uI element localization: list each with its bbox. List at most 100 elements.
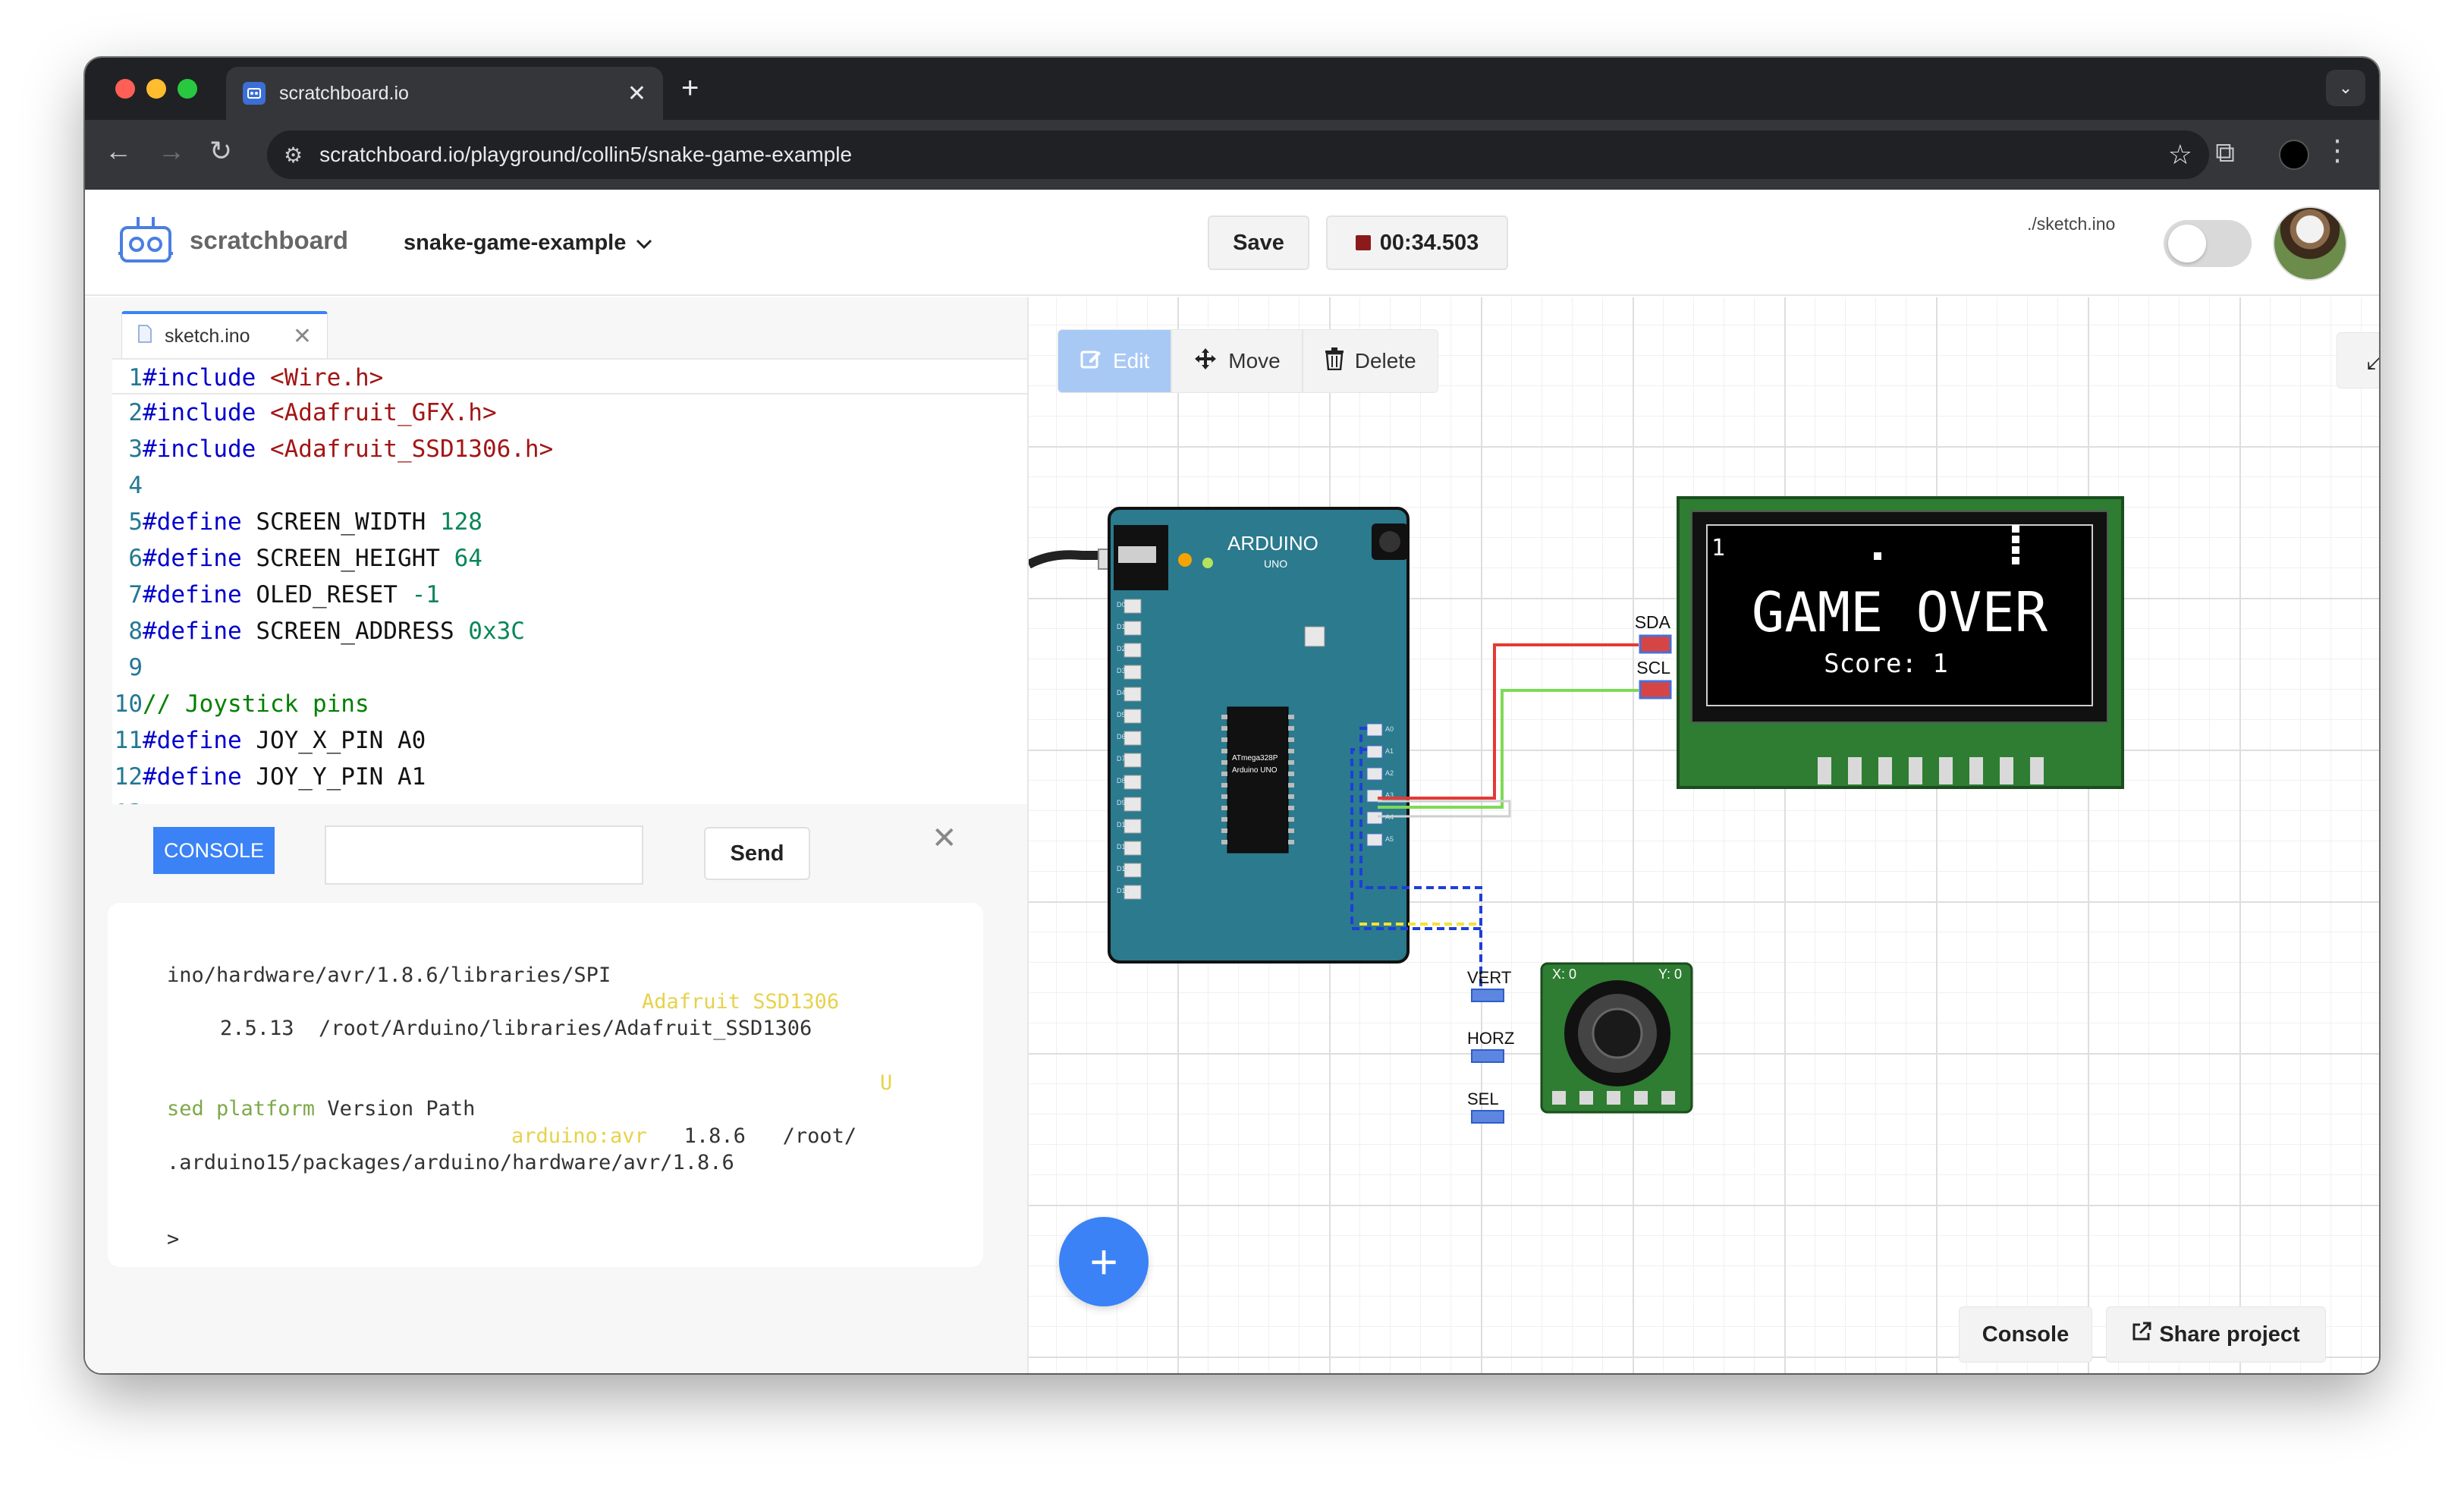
browser-profile-icon[interactable] <box>2279 140 2309 170</box>
fullscreen-expand-icon[interactable]: ⤢ <box>2337 332 2379 388</box>
analog-pin[interactable] <box>1366 745 1383 759</box>
analog-pin[interactable] <box>1366 723 1383 737</box>
site-settings-icon[interactable]: ⚙ <box>284 143 303 167</box>
joystick-knob[interactable] <box>1592 1008 1643 1059</box>
oled-pin-scl[interactable] <box>1639 680 1672 699</box>
share-external-icon <box>2132 1322 2151 1347</box>
chip-leg <box>1221 726 1227 731</box>
extensions-puzzle-icon[interactable]: ⧉ <box>2215 137 2235 168</box>
tab-search-chevron-icon[interactable]: ⌄ <box>2326 70 2365 106</box>
joystick-pin-sel[interactable] <box>1471 1110 1504 1124</box>
add-component-button[interactable]: + <box>1059 1217 1149 1306</box>
url-text[interactable]: scratchboard.io/playground/collin5/snake… <box>319 143 853 166</box>
joystick-pin-vert[interactable] <box>1471 989 1504 1002</box>
code-line[interactable]: 9 <box>112 649 143 686</box>
digital-pin[interactable] <box>1124 841 1142 856</box>
stop-timer-button[interactable]: 00:34.503 <box>1326 215 1508 270</box>
code-line[interactable]: 12#define JOY_Y_PIN A1 <box>112 759 426 795</box>
code-line[interactable]: 11#define JOY_X_PIN A0 <box>112 722 426 759</box>
console-button[interactable]: Console <box>1959 1306 2092 1363</box>
digital-pin[interactable] <box>1124 621 1142 636</box>
oled-display[interactable]: 1 GAME OVER Score: 1 SDA SCL <box>1635 496 2124 789</box>
move-tool-label: Move <box>1228 349 1281 373</box>
digital-pin[interactable] <box>1124 665 1142 680</box>
digital-pin[interactable] <box>1124 797 1142 812</box>
send-button[interactable]: Send <box>704 827 810 880</box>
forward-arrow-icon[interactable]: → <box>158 135 185 166</box>
digital-pin[interactable] <box>1124 643 1142 658</box>
address-bar[interactable]: ⚙ scratchboard.io/playground/collin5/sna… <box>267 130 2209 179</box>
user-avatar[interactable] <box>2273 206 2347 281</box>
close-window-button[interactable] <box>115 79 135 99</box>
code-line[interactable]: 4 <box>112 467 143 504</box>
wire-horz[interactable] <box>1350 748 1484 930</box>
browser-tab[interactable]: scratchboard.io ✕ <box>226 67 663 120</box>
code-line[interactable]: 8#define SCREEN_ADDRESS 0x3C <box>112 613 525 649</box>
digital-pin[interactable] <box>1124 731 1142 746</box>
code-line[interactable]: 6#define SCREEN_HEIGHT 64 <box>112 540 482 577</box>
reload-icon[interactable]: ↻ <box>209 135 233 166</box>
digital-pin[interactable] <box>1124 819 1142 834</box>
code-line[interactable]: 1#include <Wire.h> <box>112 358 1027 395</box>
code-line[interactable]: 13 <box>112 795 143 804</box>
digital-pin[interactable] <box>1124 709 1142 724</box>
oled-pin-sda[interactable] <box>1639 634 1672 654</box>
save-button[interactable]: Save <box>1208 215 1309 270</box>
code-line[interactable]: 7#define OLED_RESET -1 <box>112 577 440 613</box>
code-line[interactable]: 5#define SCREEN_WIDTH 128 <box>112 504 482 540</box>
console-tab[interactable]: CONSOLE <box>153 827 275 874</box>
digital-pin[interactable] <box>1124 885 1142 900</box>
project-name-dropdown[interactable]: snake-game-example <box>404 231 653 256</box>
digital-pin[interactable] <box>1124 753 1142 768</box>
view-toggle[interactable] <box>2164 220 2252 267</box>
minimize-window-button[interactable] <box>146 79 166 99</box>
browser-menu-icon[interactable]: ⋮ <box>2323 135 2352 167</box>
digital-pin[interactable] <box>1124 863 1142 878</box>
oled-header-pin <box>1939 757 1953 784</box>
reset-button-cap <box>1379 531 1400 552</box>
analog-pin[interactable] <box>1366 767 1383 781</box>
digital-pin[interactable] <box>1124 599 1142 614</box>
share-project-button[interactable]: Share project <box>2106 1306 2326 1363</box>
close-tab-icon[interactable]: ✕ <box>627 80 646 106</box>
digital-pin-label: D4 <box>1117 689 1126 696</box>
chip-leg <box>1221 828 1227 833</box>
chip-leg <box>1288 749 1294 753</box>
digital-pin[interactable] <box>1124 687 1142 702</box>
chip-leg <box>1221 783 1227 788</box>
analog-pin[interactable] <box>1366 811 1383 825</box>
console-input[interactable] <box>325 825 643 885</box>
oled-corner-digit: 1 <box>1711 535 1725 561</box>
new-tab-icon[interactable]: + <box>681 71 699 105</box>
oled-pin-sda-label: SDA <box>1635 612 1671 632</box>
joystick-module[interactable]: X: 0 Y: 0 VERT HORZ SEL <box>1467 962 1693 1124</box>
edit-tool-button[interactable]: Edit <box>1058 330 1173 392</box>
move-tool-button[interactable]: Move <box>1172 330 1303 392</box>
line-number: 3 <box>128 435 143 463</box>
joystick-pin-horz[interactable] <box>1471 1049 1504 1063</box>
maximize-window-button[interactable] <box>178 79 197 99</box>
joystick-header-pin <box>1634 1091 1648 1105</box>
code-line[interactable]: 2#include <Adafruit_GFX.h> <box>112 395 496 431</box>
circuit-canvas[interactable]: Edit Move Delete ⤢ <box>1027 297 2379 1373</box>
wire-sda[interactable] <box>1378 643 1639 800</box>
code-line[interactable]: 3#include <Adafruit_SSD1306.h> <box>112 431 553 467</box>
analog-pin[interactable] <box>1366 833 1383 847</box>
back-arrow-icon[interactable]: ← <box>105 135 132 166</box>
digital-pin[interactable] <box>1124 775 1142 790</box>
close-file-icon[interactable]: ✕ <box>292 323 312 349</box>
oled-header-pin <box>1878 757 1892 784</box>
oled-header-pin <box>1848 757 1862 784</box>
code-editor[interactable]: 1#include <Wire.h>2#include <Adafruit_GF… <box>112 358 1027 804</box>
wire-scl[interactable] <box>1378 689 1639 809</box>
wire-vert[interactable] <box>1359 727 1482 988</box>
joystick-header-pin <box>1607 1091 1620 1105</box>
file-tab-sketch[interactable]: sketch.ino ✕ <box>121 311 328 358</box>
bookmark-star-icon[interactable]: ☆ <box>2167 139 2192 170</box>
close-console-icon[interactable]: ✕ <box>932 822 957 855</box>
oled-pin-scl-label: SCL <box>1636 658 1670 677</box>
delete-tool-button[interactable]: Delete <box>1303 330 1438 392</box>
code-line[interactable]: 10// Joystick pins <box>112 686 369 722</box>
